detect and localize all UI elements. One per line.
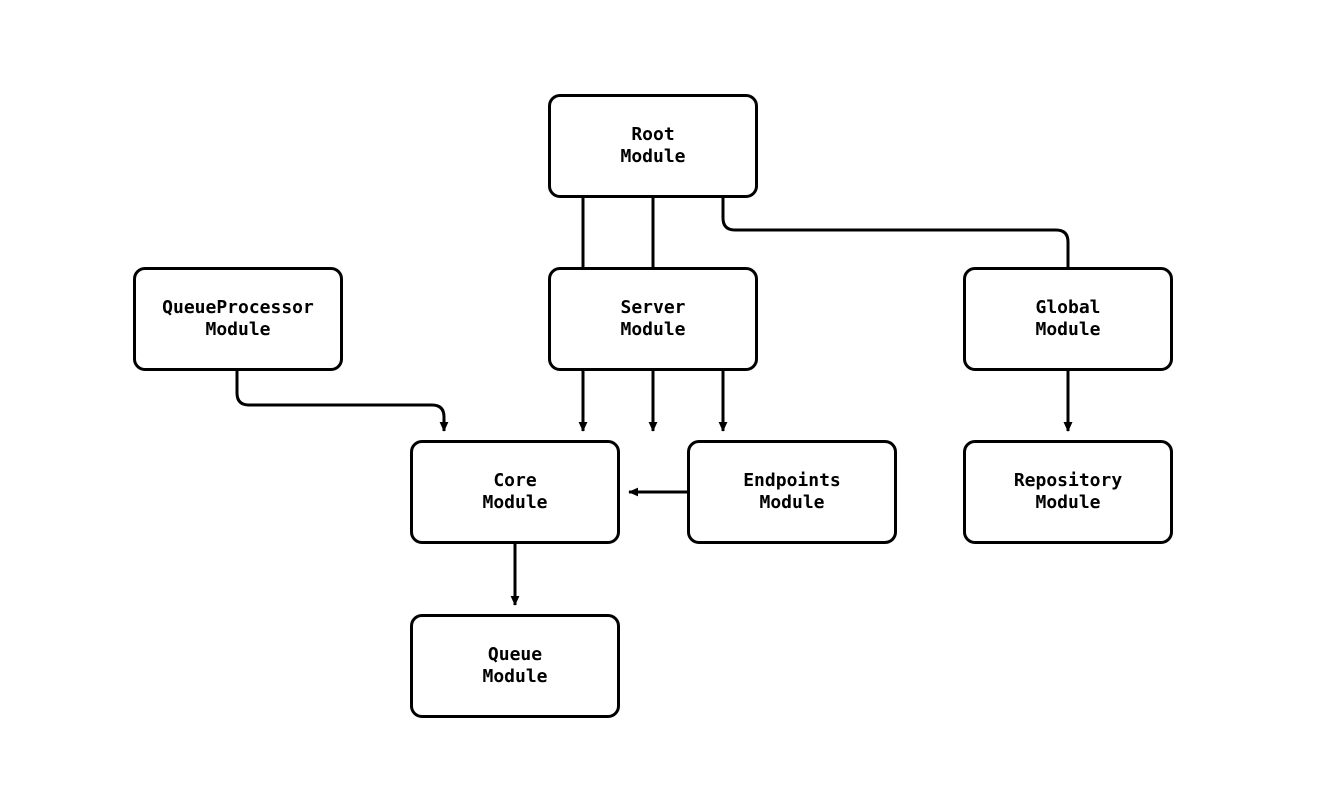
node-label-suffix: Module bbox=[205, 319, 271, 340]
node-label-name: Global bbox=[1035, 297, 1101, 318]
node-label-suffix: Module bbox=[620, 146, 686, 167]
node-label-name: Endpoints bbox=[743, 470, 841, 491]
node-label-name: Queue bbox=[487, 644, 543, 665]
node-label-name: Server bbox=[620, 297, 686, 318]
edge-root-to-global bbox=[721, 198, 1073, 432]
node-label-name: QueueProcessor bbox=[162, 297, 314, 318]
node-label-suffix: Module bbox=[482, 492, 548, 513]
node-label-suffix: Module bbox=[620, 319, 686, 340]
node-label-name: Core bbox=[493, 470, 537, 491]
node-label-name: Repository bbox=[1013, 470, 1123, 491]
node-label-suffix: Module bbox=[1035, 492, 1101, 513]
node-label-name: Root bbox=[631, 124, 675, 145]
node-label-suffix: Module bbox=[759, 492, 825, 513]
edge-queueprocessor-to-core bbox=[235, 371, 449, 432]
node-label-suffix: Module bbox=[1035, 319, 1101, 340]
node-label-suffix: Module bbox=[482, 666, 548, 687]
